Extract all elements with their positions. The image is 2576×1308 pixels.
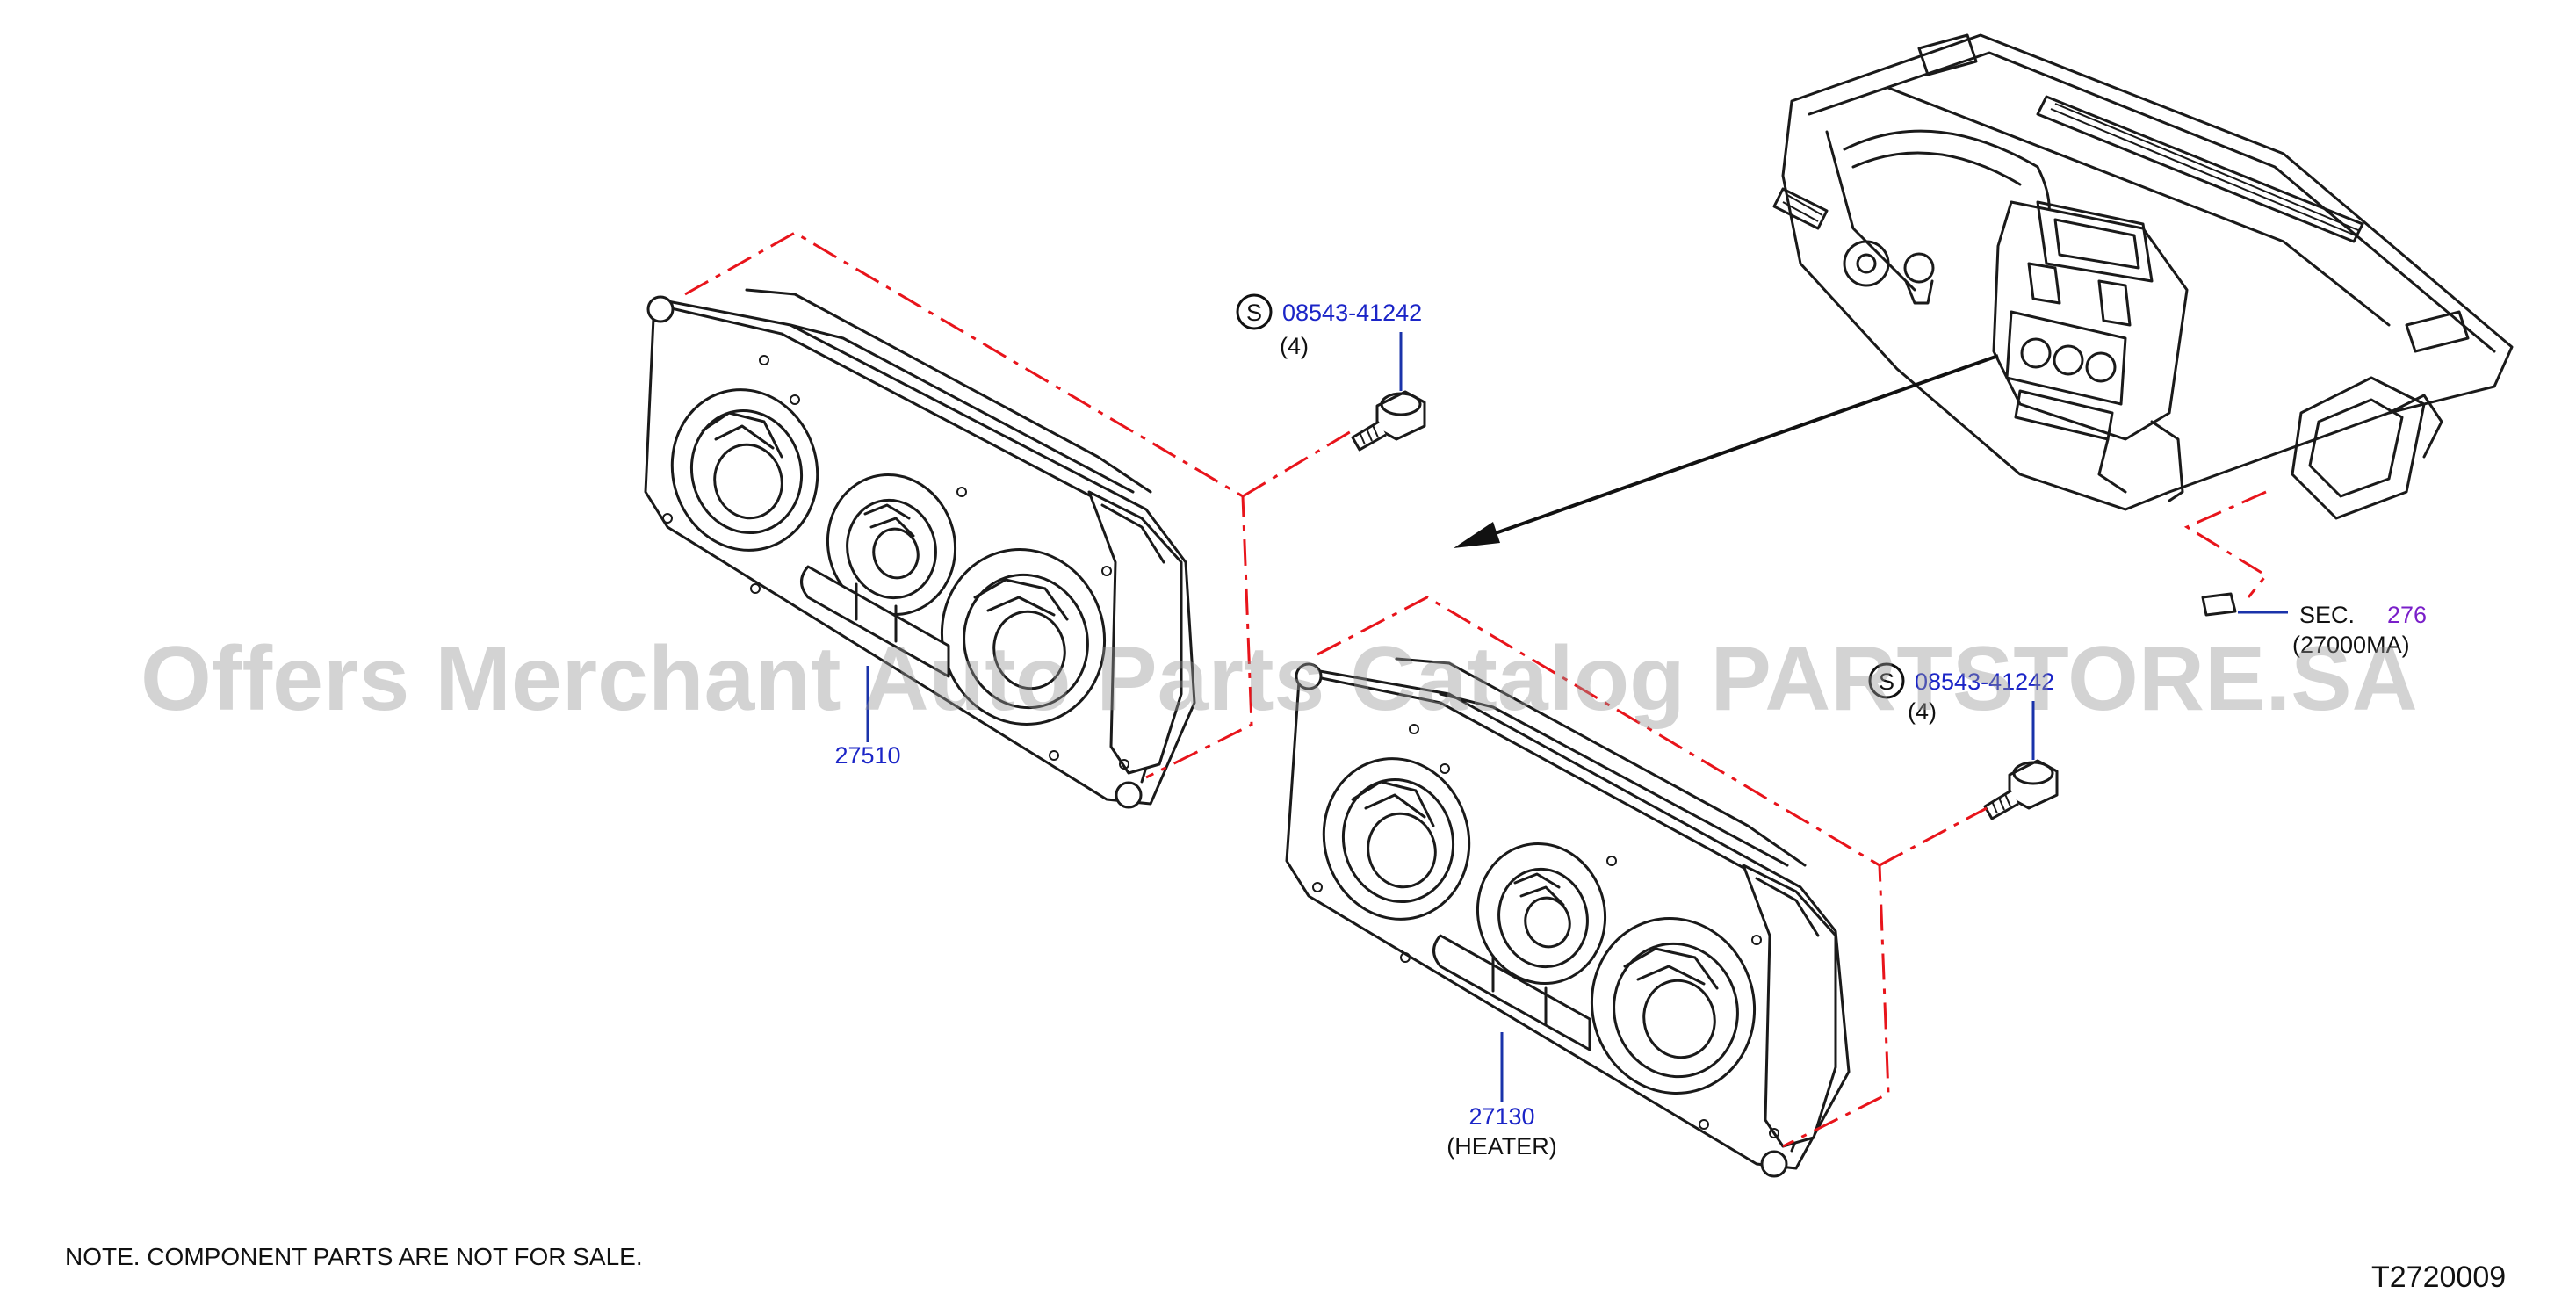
callout-screw-upper[interactable]: S 08543-41242 (4) xyxy=(1236,293,1422,359)
standard-part-symbol: S xyxy=(1879,668,1894,695)
section-marker xyxy=(2201,592,2237,617)
watermark-text: Offers Merchant Auto Parts Catalog PARTS… xyxy=(141,628,2418,730)
diagram-code: T2720009 xyxy=(2371,1261,2506,1294)
screw-lower[interactable] xyxy=(1983,759,2059,820)
standard-part-symbol-icon xyxy=(1868,662,1905,699)
section-label: SEC. xyxy=(2299,602,2355,628)
screw-upper[interactable] xyxy=(1351,390,1426,452)
control-unit-27130[interactable] xyxy=(1285,657,1851,1178)
part-qualifier-heater: (HEATER) xyxy=(1447,1133,1557,1160)
screw-upper-qty: (4) xyxy=(1280,333,1309,359)
part-number-27510[interactable]: 27510 xyxy=(834,742,900,769)
part-number-screw-upper[interactable]: 08543-41242 xyxy=(1282,300,1422,326)
part-number-screw-lower[interactable]: 08543-41242 xyxy=(1915,668,2054,695)
leader-lines xyxy=(866,332,2288,1102)
callout-screw-lower[interactable]: S 08543-41242 (4) xyxy=(1868,662,2054,725)
dashboard-illustration xyxy=(1772,33,2514,520)
section-sub-code: (27000MA) xyxy=(2292,632,2410,658)
section-number[interactable]: 276 xyxy=(2387,602,2427,628)
part-number-27130[interactable]: 27130 xyxy=(1468,1103,1534,1130)
callout-section-ref[interactable]: SEC. 276 (27000MA) xyxy=(2292,602,2427,658)
note-text: NOTE. COMPONENT PARTS ARE NOT FOR SALE. xyxy=(65,1243,643,1270)
location-arrow xyxy=(1454,354,1999,548)
callout-27510[interactable]: 27510 xyxy=(834,742,900,769)
callout-27130[interactable]: 27130 (HEATER) xyxy=(1447,1103,1557,1160)
screw-lower-qty: (4) xyxy=(1908,698,1937,725)
standard-part-symbol-icon xyxy=(1236,293,1273,330)
standard-part-symbol: S xyxy=(1246,300,1262,326)
phantom-lines xyxy=(684,231,2269,1148)
control-unit-27510[interactable] xyxy=(644,288,1196,809)
